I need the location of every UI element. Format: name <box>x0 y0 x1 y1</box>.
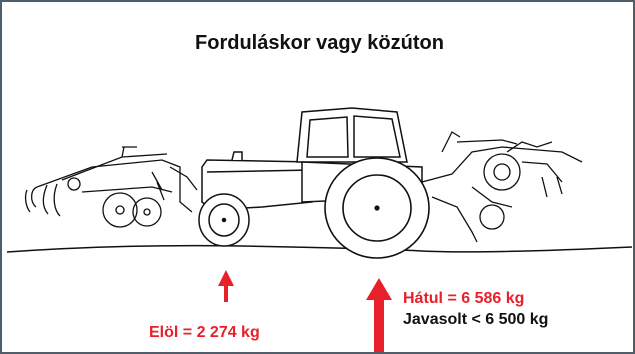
rear-load-label: Hátul = 6 586 kg <box>403 290 525 307</box>
recommended-load-label: Javasolt < 6 500 kg <box>403 311 549 328</box>
rear-load-arrow <box>366 278 392 352</box>
front-load-arrow <box>218 270 234 302</box>
front-implement <box>24 146 198 228</box>
rear-implement <box>421 131 583 243</box>
rear-wheel <box>324 157 430 259</box>
diagram-title: Forduláskor vagy közúton <box>195 32 444 54</box>
ground-line <box>6 244 633 253</box>
front-wheel <box>198 193 250 247</box>
front-load-label: Elöl = 2 274 kg <box>149 324 260 341</box>
